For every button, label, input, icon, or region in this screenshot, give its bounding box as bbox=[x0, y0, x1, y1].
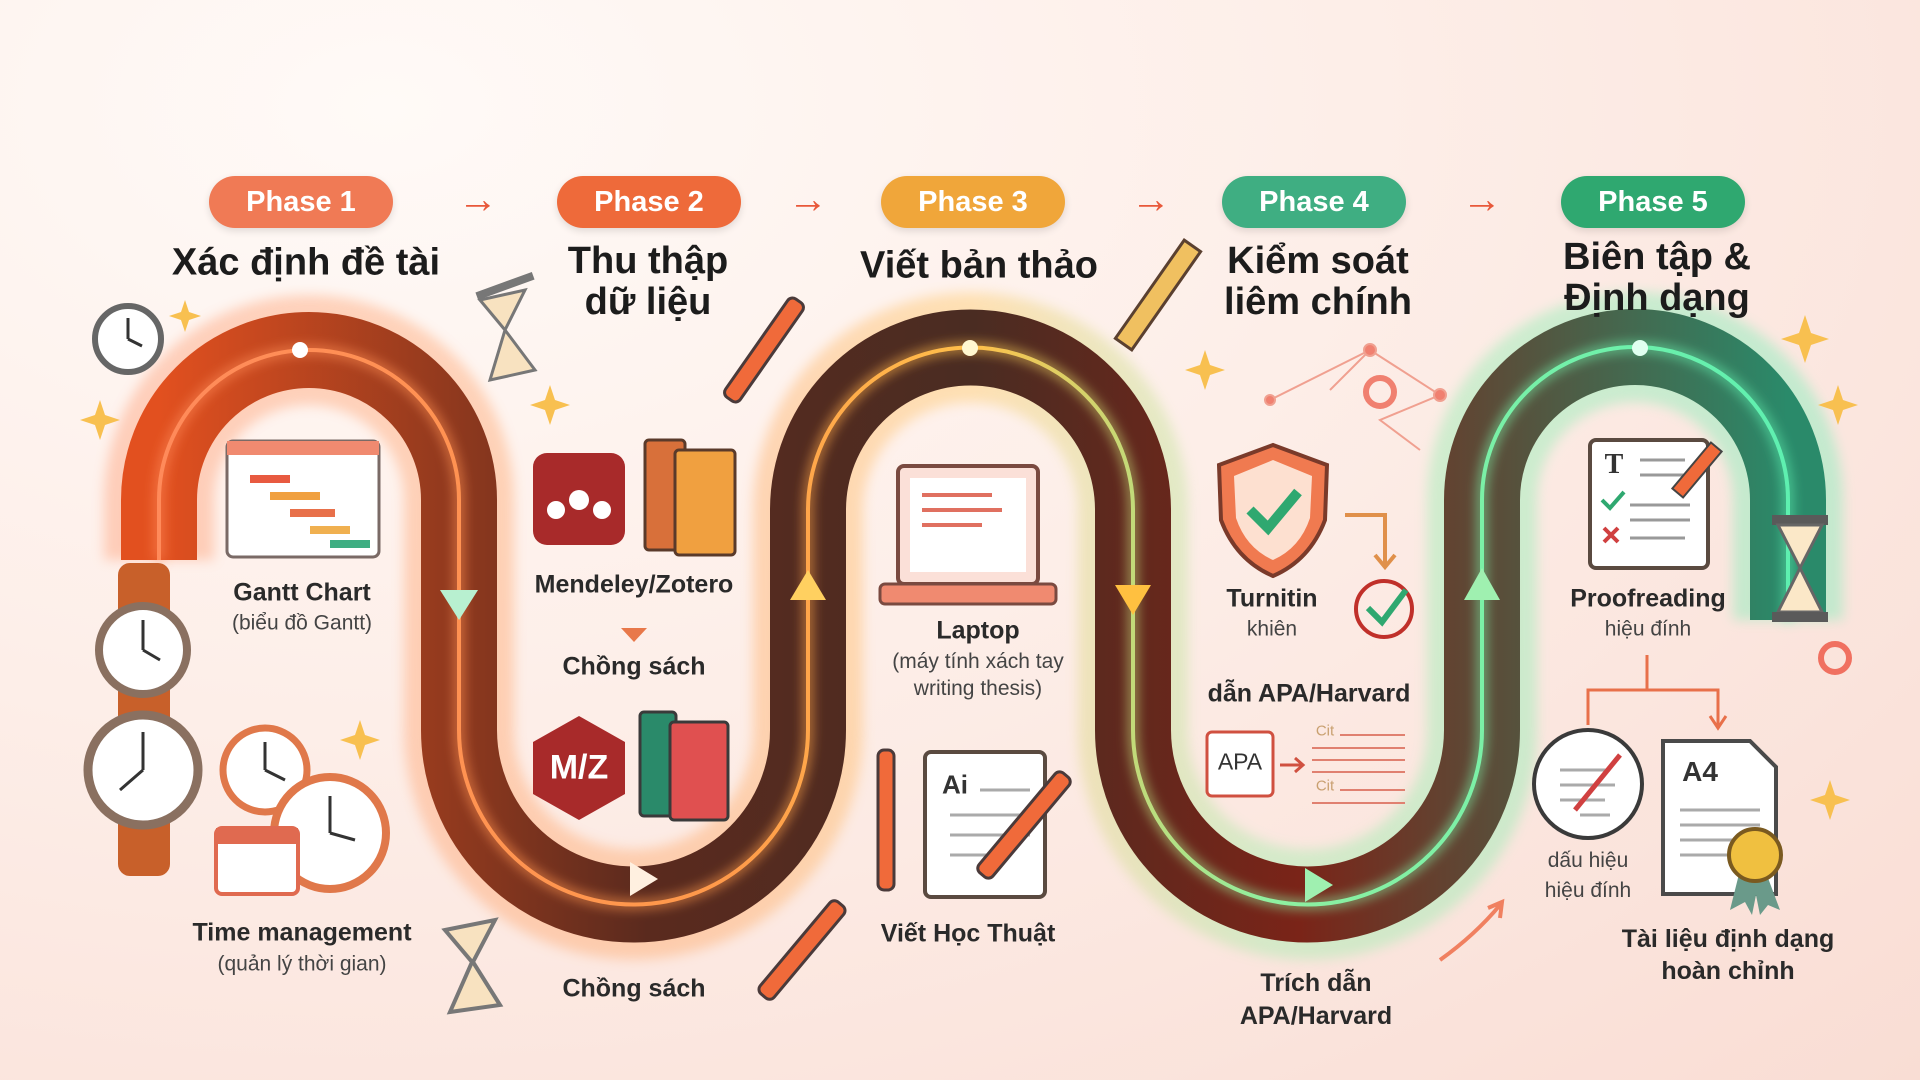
award-medal-icon bbox=[1727, 827, 1783, 915]
down-triangle-icon bbox=[621, 628, 647, 642]
mendeley-zotero-label: Mendeley/Zotero bbox=[534, 570, 734, 599]
phase-1-badge: Phase 1 bbox=[209, 176, 393, 228]
phase-5-badge: Phase 5 bbox=[1561, 176, 1745, 228]
proofreading-doc-icon bbox=[1588, 438, 1724, 570]
wall-clock-icon bbox=[92, 303, 164, 375]
phase-1-title: Xác định đề tài bbox=[171, 241, 441, 284]
books-icon bbox=[643, 438, 737, 557]
laptop-label: Laptop bbox=[936, 616, 1020, 645]
cit-label: Cit bbox=[1315, 722, 1335, 740]
gantt-chart-sublabel: (biểu đồ Gantt) bbox=[231, 611, 373, 635]
citation-lines bbox=[1312, 734, 1405, 804]
track-arrow-right-icon bbox=[1305, 868, 1333, 902]
hourglass-icon bbox=[441, 917, 504, 1015]
academic-writing-label: Viết Học Thuật bbox=[880, 919, 1056, 948]
laptop-icon bbox=[878, 464, 1058, 606]
pen-icon bbox=[876, 748, 896, 892]
phase-3-title: Viết bản thảo bbox=[860, 244, 1098, 287]
proofreading-sublabel: hiệu đính bbox=[1604, 617, 1692, 641]
arrow-right-icon: → bbox=[1462, 177, 1502, 222]
proofreading-marks-icon bbox=[1532, 728, 1644, 840]
document-icon bbox=[923, 750, 1047, 899]
turnitin-sublabel: khiên bbox=[1246, 617, 1298, 641]
snake-track bbox=[104, 292, 1843, 960]
apa-box-text: APA bbox=[1217, 748, 1263, 775]
phase-5-title: Biên tập &Định dạng bbox=[1563, 236, 1751, 319]
arrow-right-icon: → bbox=[1131, 177, 1171, 222]
books-label: Chồng sách bbox=[562, 652, 706, 681]
curved-arrow-icon bbox=[1438, 898, 1505, 962]
gantt-chart-icon bbox=[225, 439, 381, 559]
time-management-sublabel: (quản lý thời gian) bbox=[217, 952, 387, 976]
branch-connector bbox=[1586, 655, 1728, 731]
bent-arrow-icon bbox=[1345, 513, 1397, 571]
arrow-right-icon: → bbox=[458, 177, 498, 222]
network-graph-icon bbox=[1264, 343, 1447, 451]
ring-decoration bbox=[1818, 641, 1852, 675]
hourglass-icon bbox=[475, 271, 538, 383]
calendar-icon bbox=[214, 826, 300, 896]
pencil-icon bbox=[1113, 238, 1203, 352]
track-arrow-up-icon bbox=[790, 570, 826, 600]
citation-heading: dẫn APA/Harvard bbox=[1207, 679, 1411, 708]
phase-3-badge: Phase 3 bbox=[881, 176, 1065, 228]
phase-2-badge: Phase 2 bbox=[557, 176, 741, 228]
track-arrow-down-icon bbox=[440, 590, 478, 620]
pen-icon bbox=[976, 770, 1072, 880]
shield-icon bbox=[1216, 442, 1330, 579]
mz-logo-text: M/Z bbox=[549, 748, 609, 787]
arrow-right-icon: → bbox=[788, 177, 828, 222]
ai-doc-text: Ai bbox=[942, 769, 968, 800]
mz-logo-icon bbox=[533, 716, 625, 820]
pen-icon bbox=[723, 296, 805, 404]
wristwatch-icon bbox=[83, 563, 203, 876]
gantt-chart-label: Gantt Chart bbox=[233, 578, 371, 607]
a4-text: A4 bbox=[1682, 756, 1718, 787]
track-arrow-right-icon bbox=[630, 862, 658, 896]
apa-box-icon bbox=[1205, 730, 1306, 798]
books-icon bbox=[638, 710, 730, 822]
track-arrow-up-icon bbox=[1464, 568, 1500, 600]
track-arrow-down-icon bbox=[1115, 585, 1151, 615]
doc-letter-t: T bbox=[1604, 449, 1624, 480]
books-bottom-label: Chồng sách bbox=[562, 974, 706, 1003]
phase-4-badge: Phase 4 bbox=[1222, 176, 1406, 228]
turnitin-label: Turnitin bbox=[1226, 584, 1318, 613]
mendeley-logo-icon bbox=[533, 453, 625, 545]
pen-icon bbox=[757, 899, 847, 1001]
check-circle-icon bbox=[1354, 579, 1414, 639]
hourglass-icon bbox=[1772, 515, 1828, 622]
cit-label: Cit bbox=[1315, 777, 1335, 795]
time-management-label: Time management bbox=[192, 918, 412, 947]
proofreading-label: Proofreading bbox=[1570, 584, 1726, 613]
sparkle-icons bbox=[80, 300, 1858, 820]
